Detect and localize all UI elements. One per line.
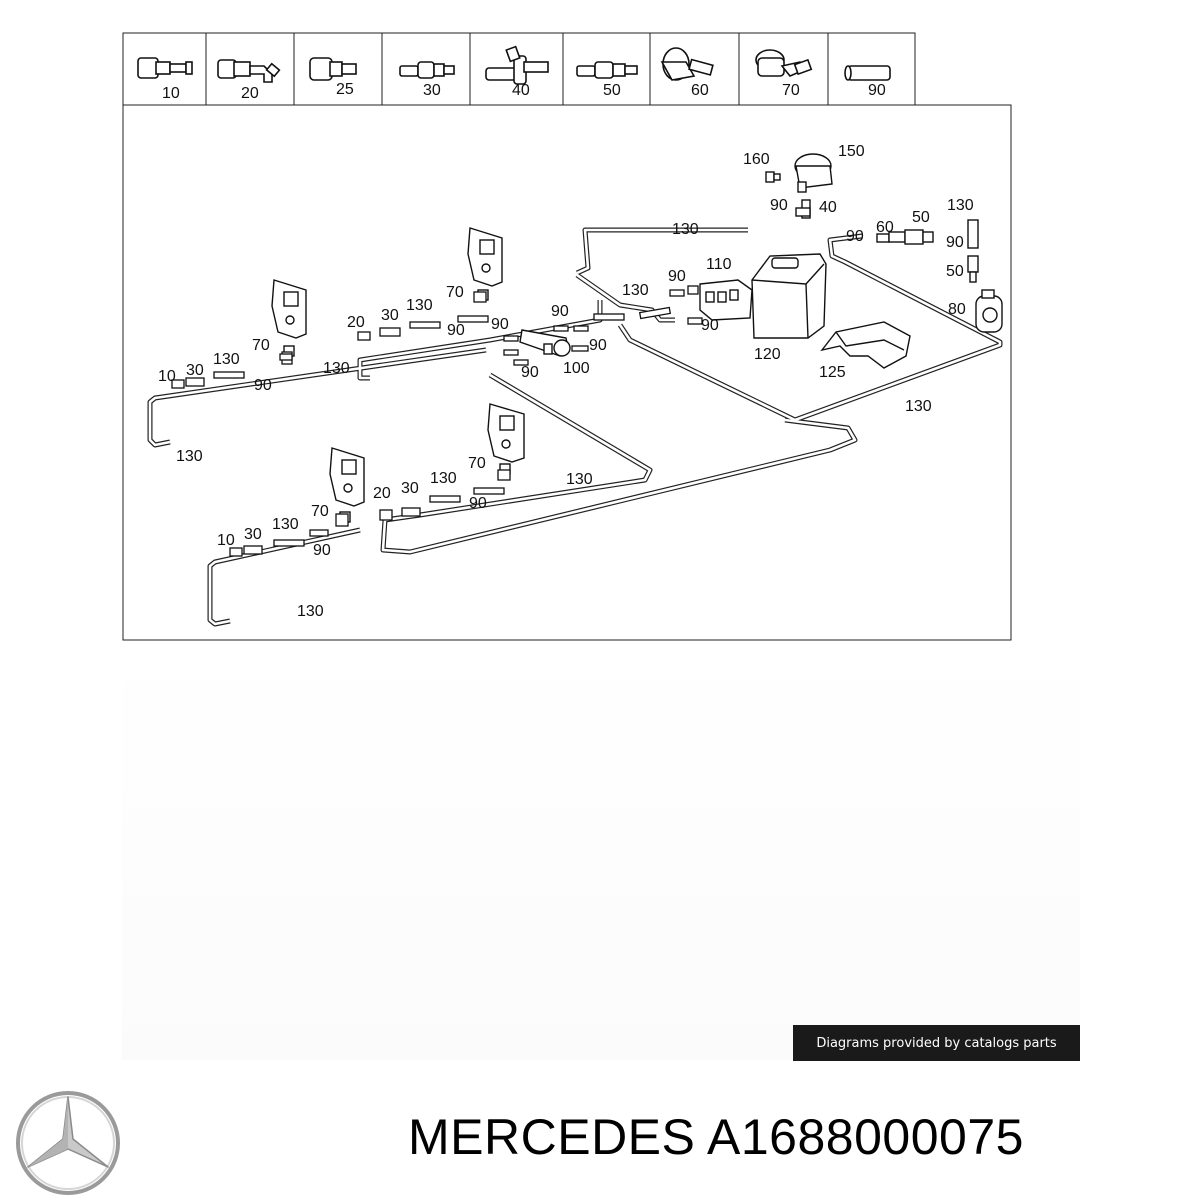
legend-label-90: 90 [868, 82, 886, 99]
callout-130: 130 [430, 470, 457, 487]
hose-piece-icon [844, 65, 891, 81]
callout-130: 130 [272, 516, 299, 533]
callout-70: 70 [468, 455, 486, 472]
diagram-background [122, 640, 1080, 1060]
connector-sleeve-icon [309, 57, 357, 81]
legend-label-70: 70 [782, 82, 800, 99]
legend-label-20: 20 [241, 85, 259, 102]
callout-90: 90 [946, 234, 964, 251]
callout-90: 90 [521, 364, 539, 381]
callout-10: 10 [217, 532, 235, 549]
callout-130: 130 [406, 297, 433, 314]
reservoir-120-icon [751, 253, 827, 339]
tee-connector-icon [485, 45, 549, 85]
callout-10: 10 [158, 368, 176, 385]
callout-60: 60 [876, 219, 894, 236]
actuator-lower-center-icon [487, 403, 525, 475]
callout-90: 90 [491, 316, 509, 333]
mercedes-star-logo-icon [16, 1091, 120, 1195]
actuator-lower-left-icon [329, 447, 365, 523]
callout-20: 20 [347, 314, 365, 331]
callout-110: 110 [706, 256, 732, 273]
callout-90: 90 [701, 317, 719, 334]
callout-130: 130 [566, 471, 593, 488]
actuator-upper-center-icon [467, 227, 503, 301]
inline-connector-icon [399, 61, 455, 79]
distributor-100-icon [519, 329, 571, 357]
callout-130: 130 [672, 221, 699, 238]
quick-connector-elbow-icon [217, 59, 281, 83]
callout-120: 120 [754, 346, 781, 363]
callout-30: 30 [401, 480, 419, 497]
actuator-upper-left-icon [271, 279, 307, 357]
screw-160-icon [765, 171, 781, 183]
callout-150: 150 [838, 143, 865, 160]
callout-90: 90 [668, 268, 686, 285]
legend-label-30: 30 [423, 82, 441, 99]
parts-diagram: 10 20 25 30 40 50 60 70 90 [122, 32, 1080, 1060]
legend-label-50: 50 [603, 82, 621, 99]
sensor-80-icon [975, 289, 1003, 333]
callout-40: 40 [819, 199, 837, 216]
callout-20: 20 [373, 485, 391, 502]
callout-90: 90 [313, 542, 331, 559]
legend-label-10: 10 [162, 85, 180, 102]
legend-label-40: 40 [512, 82, 530, 99]
callout-125: 125 [819, 364, 846, 381]
callout-30: 30 [381, 307, 399, 324]
callout-90: 90 [846, 228, 864, 245]
pump-150-icon [794, 153, 833, 193]
callout-130: 130 [323, 360, 350, 377]
callout-70: 70 [446, 284, 464, 301]
callout-90: 90 [447, 322, 465, 339]
diagram-frame [122, 104, 1012, 641]
check-valve-icon [660, 47, 714, 81]
callout-130: 130 [622, 282, 649, 299]
callout-130: 130 [947, 197, 974, 214]
callout-90: 90 [770, 197, 788, 214]
callout-100: 100 [563, 360, 590, 377]
callout-90: 90 [551, 303, 569, 320]
tee-40-icon [795, 199, 811, 219]
elbow-quick-connector-icon [755, 49, 813, 77]
callout-90: 90 [469, 495, 487, 512]
quick-connector-straight-icon [137, 57, 193, 79]
callout-130: 130 [905, 398, 932, 415]
reducer-connector-icon [576, 61, 638, 79]
valve-block-110-icon [699, 279, 753, 321]
part-number-title: MERCEDES A1688000075 [408, 1109, 1024, 1165]
callout-130: 130 [297, 603, 324, 620]
callout-130: 130 [213, 351, 240, 368]
callout-130: 130 [176, 448, 203, 465]
diagram-credit-banner: Diagrams provided by catalogs parts [793, 1025, 1080, 1061]
legend-label-60: 60 [691, 82, 709, 99]
callout-70: 70 [252, 337, 270, 354]
callout-50: 50 [946, 263, 964, 280]
callout-160: 160 [743, 151, 770, 168]
callout-30: 30 [186, 362, 204, 379]
callout-30: 30 [244, 526, 262, 543]
callout-80: 80 [948, 301, 966, 318]
callout-50: 50 [912, 209, 930, 226]
connector-right-group [876, 219, 979, 283]
cover-125-icon [820, 321, 911, 369]
callout-90: 90 [589, 337, 607, 354]
callout-90: 90 [254, 377, 272, 394]
legend-label-25: 25 [336, 81, 354, 98]
callout-70: 70 [311, 503, 329, 520]
small-hose-segments [171, 285, 703, 557]
